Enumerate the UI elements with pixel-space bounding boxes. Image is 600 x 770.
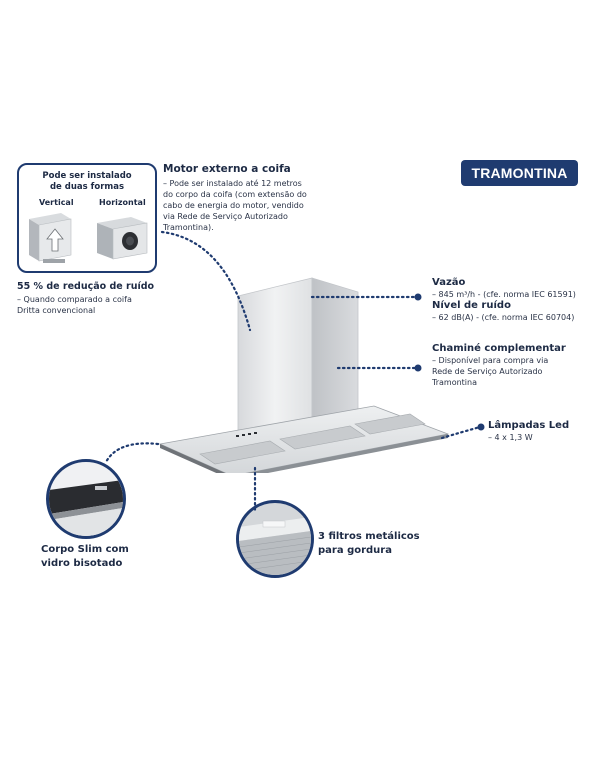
- chimney-title: Chaminé complementar: [432, 343, 566, 354]
- chimney-description: – Disponível para compra via Rede de Ser…: [432, 356, 549, 387]
- motor-description: – Pode ser instalado até 12 metros do co…: [163, 179, 307, 232]
- filter-mesh-detail: [239, 517, 311, 575]
- motor-box-horizontal-icon: [97, 217, 148, 260]
- noise-detail: – 62 dB(A) - (cfe. norma IEC 60704): [432, 313, 575, 322]
- filters-detail-circle: [236, 500, 314, 578]
- noise-reduction-title: 55 % de redução de ruído: [17, 281, 155, 292]
- install-title: Pode ser instalado de duas formas: [42, 171, 132, 192]
- arrow-up-icon: [46, 228, 64, 252]
- flow-detail: – 845 m³/h - (cfe. norma IEC 61591): [432, 290, 576, 299]
- motor-title: Motor externo a coifa: [163, 163, 291, 175]
- motor-box-vertical-icon: [29, 213, 72, 263]
- label-vertical: Vertical: [39, 198, 74, 207]
- noise-title: Nível de ruído: [432, 300, 511, 311]
- install-options-box: Pode ser instalado de duas formas Vertic…: [17, 163, 157, 273]
- lamps-detail: – 4 x 1,3 W: [488, 433, 533, 442]
- lamps-title: Lâmpadas Led: [488, 420, 570, 431]
- body-slim-detail-circle: [46, 459, 126, 539]
- brand-logo: TRAMONTINA: [461, 160, 578, 186]
- noise-reduction-line2: Dritta convencional: [17, 306, 96, 315]
- flow-title: Vazão: [432, 277, 466, 288]
- range-hood-illustration: [158, 277, 450, 473]
- body-caption: Corpo Slim com vidro bisotado: [41, 544, 129, 569]
- filters-caption: 3 filtros metálicos para gordura: [318, 531, 420, 556]
- label-horizontal: Horizontal: [99, 198, 146, 207]
- noise-reduction-line1: – Quando comparado a coifa: [17, 295, 132, 304]
- glass-edge-detail: [49, 480, 123, 536]
- control-buttons: [236, 432, 257, 437]
